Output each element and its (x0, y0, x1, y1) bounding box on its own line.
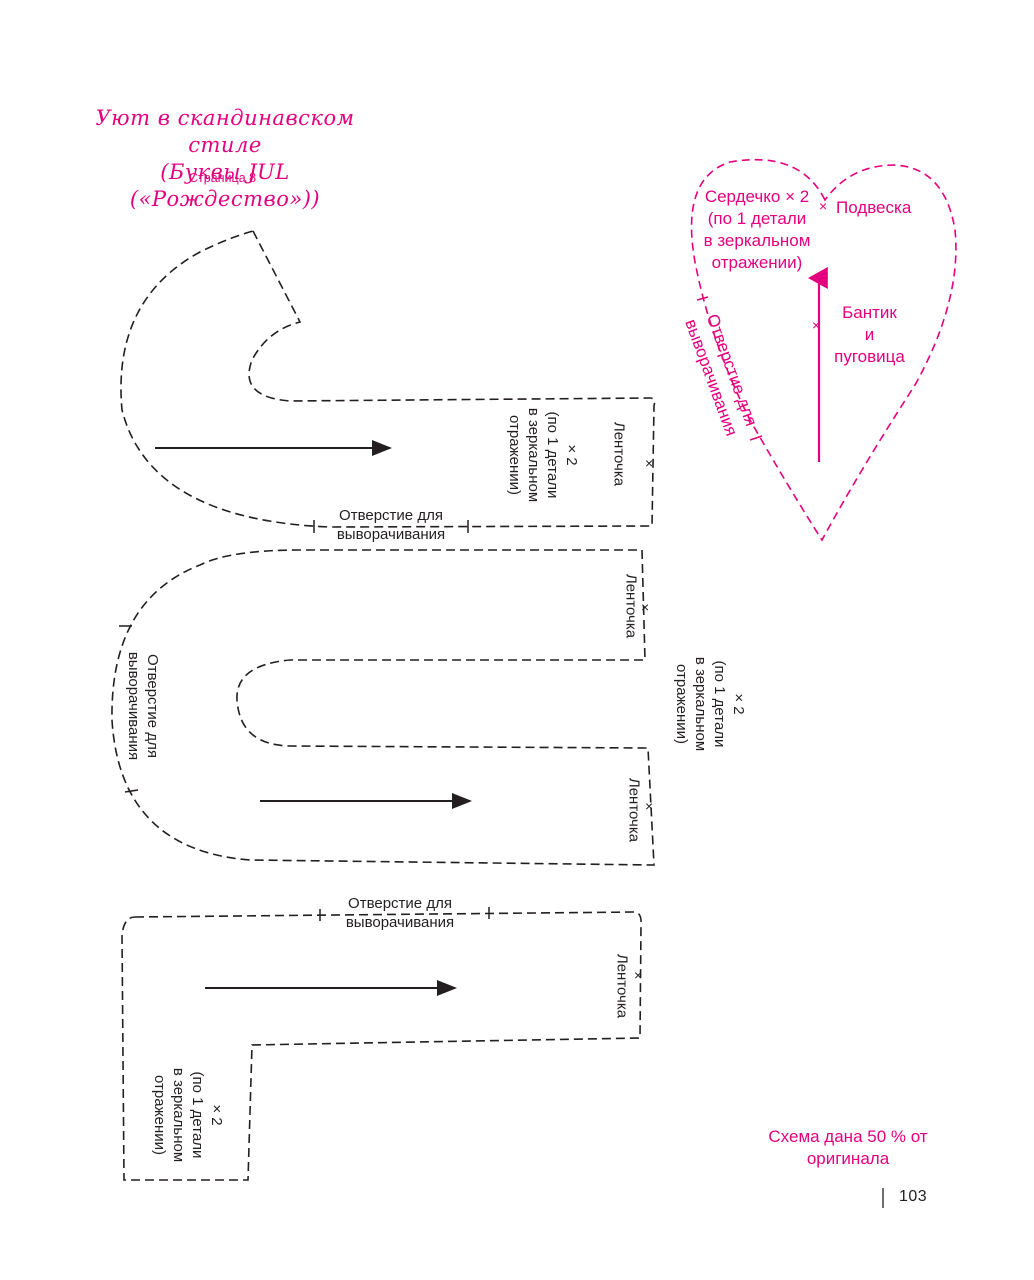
letter-u-count-label: × 2 (по 1 детали в зеркальном отражении) (673, 656, 747, 752)
heart-bow-mark: × (812, 317, 820, 333)
letter-j-outline (120, 230, 656, 528)
letter-j-count-label: × 2 (по 1 детали в зеркальном отражении) (506, 407, 580, 503)
heart-bow-label: Бантик и пуговица (834, 303, 905, 366)
page-label: Страница 8 (189, 171, 257, 185)
letter-u-ribbon-bottom-label: Ленточка (625, 777, 643, 843)
letter-u-ribbon-mark-bottom: × (645, 798, 653, 814)
letter-l-count-label: × 2 (по 1 детали в зеркальном отражении) (151, 1067, 225, 1163)
letter-j-ribbon-mark: × (645, 455, 653, 471)
heart-count-label: Сердечко × 2 (по 1 детали в зеркальном о… (703, 187, 811, 272)
scale-note: Схема дана 50 % от оригинала (768, 1127, 928, 1168)
letter-l-ribbon-mark: × (634, 967, 642, 983)
letter-u-ribbon-top-label: Ленточка (622, 573, 640, 639)
letter-u-outline (111, 549, 655, 866)
page-title: Уют в скандинавском стиле (Буквы JUL («Р… (85, 105, 365, 213)
title-line-2: (Буквы JUL («Рождество»)) (129, 160, 321, 211)
heart-hanger-label: Подвеска (836, 198, 912, 217)
letter-u-opening-label: Отверстие для выворачивания (125, 651, 161, 761)
letter-l-ribbon-label: Ленточка (613, 953, 631, 1019)
title-line-1: Уют в скандинавском стиле (95, 106, 355, 157)
letter-l-outline (121, 911, 642, 1181)
heart-hanger-mark: × (819, 198, 827, 214)
letter-j-opening-label: Отверстие для выворачивания (336, 507, 446, 543)
letter-l-opening-label: Отверстие для выворачивания (345, 895, 455, 931)
letter-j-ribbon-label: Ленточка (610, 421, 628, 487)
letter-u-ribbon-mark-top: × (641, 599, 649, 615)
heart-outline (690, 158, 957, 542)
page-number: 103 (899, 1188, 928, 1205)
